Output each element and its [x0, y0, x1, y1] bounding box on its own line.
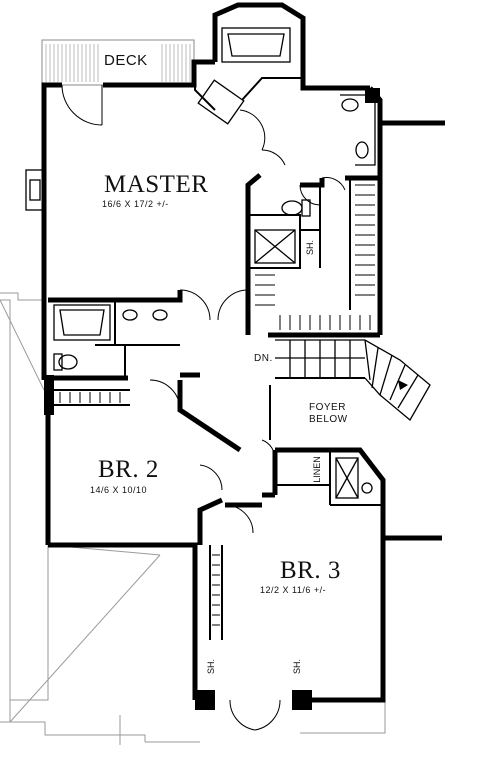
- closet-shelving: [59, 184, 375, 626]
- foyer-below-label-line1: FOYER: [309, 402, 346, 413]
- foyer-below-label-line2: BELOW: [309, 414, 348, 425]
- bedroom-2-name: BR. 2: [98, 456, 159, 483]
- roof-outline: [0, 292, 386, 745]
- deck: [41, 39, 195, 86]
- master-bedroom-name: MASTER: [104, 171, 209, 198]
- exterior-walls: [41, 2, 445, 703]
- stair-direction-arrow-icon: [398, 380, 408, 390]
- br3-shower-left-label: SH.: [206, 658, 217, 675]
- deck-label: DECK: [104, 52, 148, 69]
- staircase: [275, 339, 431, 421]
- linen-closet-label: LINEN: [311, 456, 322, 483]
- master-bedroom-dimensions: 16/6 X 17/2 +/-: [102, 199, 169, 209]
- bedroom-3-name: BR. 3: [280, 557, 341, 584]
- br3-shower-right-label: SH.: [292, 658, 303, 675]
- master-shower-label: SH.: [305, 239, 316, 256]
- wall-corners: [44, 88, 380, 710]
- door-swings: [61, 84, 346, 731]
- bedroom-3-dimensions: 12/2 X 11/6 +/-: [260, 585, 327, 595]
- bedroom-2-dimensions: 14/6 X 10/10: [90, 485, 148, 495]
- interior-walls: [52, 62, 383, 640]
- fixtures: [25, 27, 376, 499]
- stair-down-label: DN.: [254, 353, 273, 364]
